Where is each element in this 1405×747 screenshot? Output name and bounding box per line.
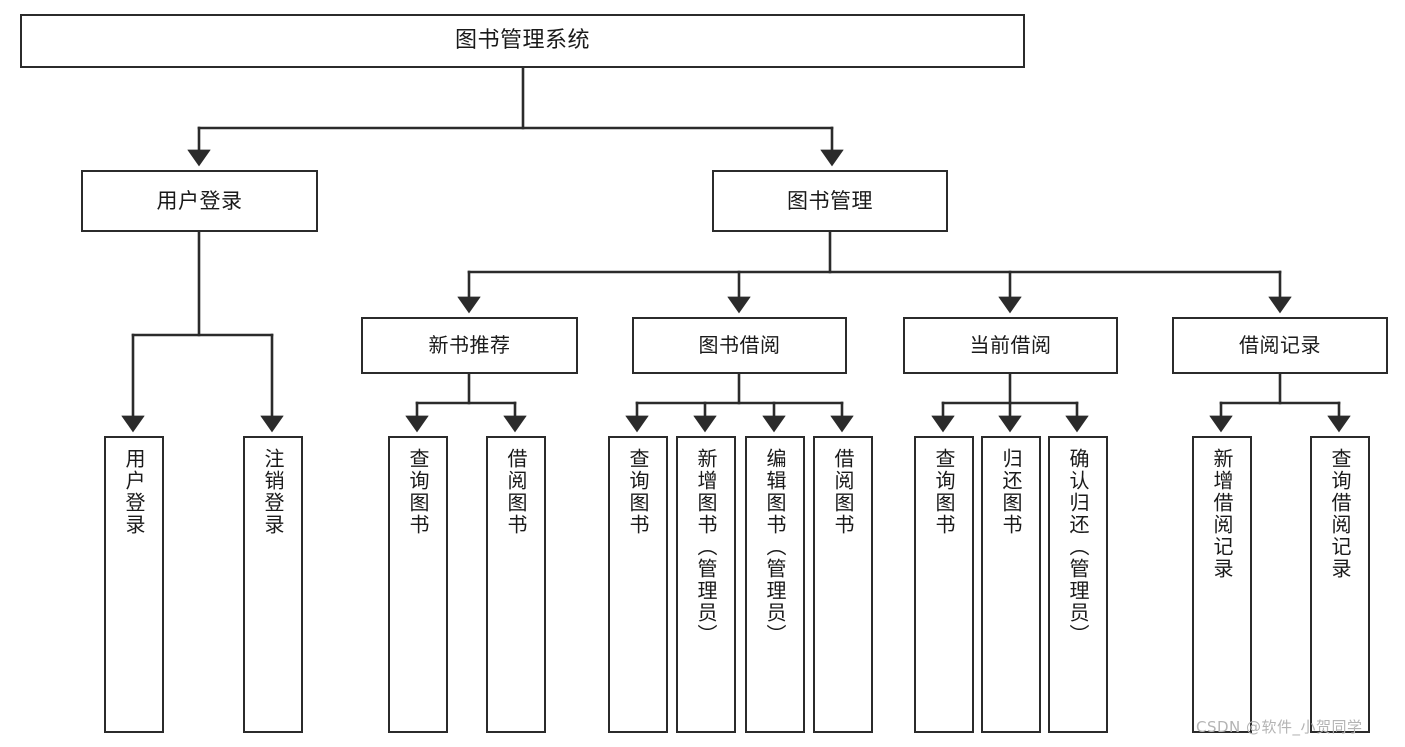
node-leaf-add-book-label: 新增图书（管理员） — [694, 448, 718, 646]
node-root-label: 图书管理系统 — [454, 28, 590, 54]
node-user-login-label: 用户登录 — [156, 188, 243, 213]
node-borrow-record-label: 借阅记录 — [1239, 332, 1321, 357]
csdn-watermark: CSDN @软件_小贺同学 — [1196, 718, 1363, 736]
node-leaf-confirm-return-label: 确认归还（管理员） — [1066, 448, 1090, 646]
node-leaf-query-book-3-label: 查询图书 — [932, 448, 956, 536]
node-book-borrow[interactable]: 图书借阅 — [632, 317, 847, 374]
node-leaf-user-login-label: 用户登录 — [122, 448, 146, 536]
node-leaf-query-book-1-label: 查询图书 — [406, 448, 430, 536]
node-leaf-confirm-return[interactable]: 确认归还（管理员） — [1048, 436, 1108, 733]
node-borrow-record[interactable]: 借阅记录 — [1172, 317, 1388, 374]
node-leaf-query-record[interactable]: 查询借阅记录 — [1310, 436, 1370, 733]
node-leaf-query-record-label: 查询借阅记录 — [1328, 448, 1352, 580]
node-leaf-logout[interactable]: 注销登录 — [243, 436, 303, 733]
node-book-manage-label: 图书管理 — [787, 188, 873, 213]
node-new-book-recommend-label: 新书推荐 — [428, 332, 511, 357]
node-leaf-add-record-label: 新增借阅记录 — [1210, 448, 1234, 580]
node-leaf-edit-book-label: 编辑图书（管理员） — [763, 448, 787, 646]
node-leaf-query-book-2-label: 查询图书 — [626, 448, 650, 536]
node-leaf-edit-book[interactable]: 编辑图书（管理员） — [745, 436, 805, 733]
node-leaf-return-book-label: 归还图书 — [999, 448, 1023, 536]
node-leaf-borrow-book-1[interactable]: 借阅图书 — [486, 436, 546, 733]
node-book-manage[interactable]: 图书管理 — [712, 170, 948, 232]
node-leaf-return-book[interactable]: 归还图书 — [981, 436, 1041, 733]
node-book-borrow-label: 图书借阅 — [698, 332, 781, 357]
node-leaf-query-book-3[interactable]: 查询图书 — [914, 436, 974, 733]
node-leaf-add-record[interactable]: 新增借阅记录 — [1192, 436, 1252, 733]
node-leaf-logout-label: 注销登录 — [261, 448, 285, 536]
node-current-borrow-label: 当前借阅 — [969, 332, 1052, 357]
node-current-borrow[interactable]: 当前借阅 — [903, 317, 1118, 374]
node-leaf-query-book-1[interactable]: 查询图书 — [388, 436, 448, 733]
node-leaf-borrow-book-2-label: 借阅图书 — [831, 448, 855, 536]
node-leaf-borrow-book-2[interactable]: 借阅图书 — [813, 436, 873, 733]
node-root[interactable]: 图书管理系统 — [20, 14, 1025, 68]
node-user-login[interactable]: 用户登录 — [81, 170, 318, 232]
node-leaf-borrow-book-1-label: 借阅图书 — [504, 448, 528, 536]
node-leaf-user-login[interactable]: 用户登录 — [104, 436, 164, 733]
node-new-book-recommend[interactable]: 新书推荐 — [361, 317, 578, 374]
node-leaf-query-book-2[interactable]: 查询图书 — [608, 436, 668, 733]
node-leaf-add-book[interactable]: 新增图书（管理员） — [676, 436, 736, 733]
